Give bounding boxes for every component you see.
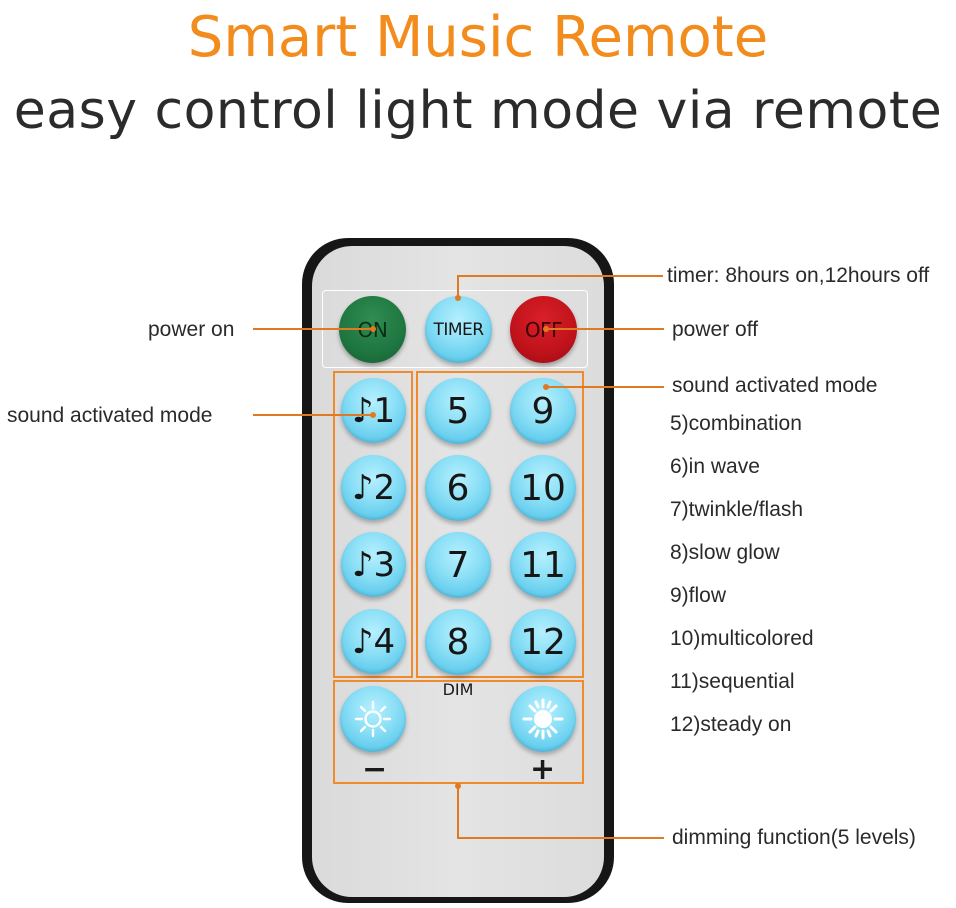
music-button-4[interactable]: ♪4 [341, 609, 406, 674]
number-button-10[interactable]: 10 [510, 455, 576, 521]
dimming-callout-dot [455, 783, 461, 789]
dimming-callout-line-vertical [457, 786, 459, 838]
mode-item: 5)combination [670, 412, 802, 435]
mode-item: 8)slow glow [670, 541, 780, 564]
number-button-7[interactable]: 7 [425, 532, 491, 598]
power-on-callout: power on [148, 318, 235, 341]
power-off-callout-dot [543, 326, 549, 332]
number-button-10-label: 10 [520, 467, 566, 509]
sound-left-callout-dot [370, 412, 376, 418]
power-on-callout-line [253, 328, 373, 330]
number-button-8[interactable]: 8 [425, 609, 491, 675]
number-button-5-label: 5 [446, 390, 470, 432]
dim-up-button[interactable] [510, 686, 576, 752]
music-button-2-label: ♪2 [351, 467, 396, 508]
sound-left-callout: sound activated mode [7, 404, 213, 427]
timer-callout-line-horizontal [457, 275, 663, 277]
power-off-callout-line [545, 328, 664, 330]
number-button-5[interactable]: 5 [425, 378, 491, 444]
music-button-3[interactable]: ♪3 [341, 532, 406, 597]
number-button-12[interactable]: 12 [510, 609, 576, 675]
timer-callout: timer: 8hours on,12hours off [667, 264, 930, 287]
sound-right-callout-line [545, 386, 664, 388]
number-button-8-label: 8 [446, 621, 470, 663]
timer-callout-line-vertical [457, 276, 459, 298]
music-button-3-label: ♪3 [351, 544, 396, 585]
timer-callout-dot [455, 295, 461, 301]
mode-item: 12)steady on [670, 713, 792, 736]
sound-left-callout-line [253, 414, 373, 416]
number-button-11-label: 11 [520, 544, 566, 586]
music-button-1-label: ♪1 [351, 390, 396, 431]
mode-item: 6)in wave [670, 455, 760, 478]
number-button-6[interactable]: 6 [425, 455, 491, 521]
dim-label: DIM [442, 680, 474, 699]
dim-minus-sign: − [362, 752, 388, 787]
music-button-2[interactable]: ♪2 [341, 455, 406, 520]
light-mode-group-box [416, 371, 584, 678]
sound-right-callout: sound activated mode [672, 374, 878, 397]
number-button-7-label: 7 [446, 544, 470, 586]
number-button-6-label: 6 [446, 467, 470, 509]
dimming-callout-line-horizontal [457, 837, 664, 839]
power-off-callout: power off [672, 318, 758, 341]
number-button-11[interactable]: 11 [510, 532, 576, 598]
dim-down-button[interactable] [340, 686, 406, 752]
timer-button[interactable]: TIMER [425, 296, 492, 363]
dim-plus-sign: + [530, 752, 556, 787]
number-button-9-label: 9 [531, 390, 555, 432]
mode-item: 7)twinkle/flash [670, 498, 804, 521]
sun-filled-icon [522, 698, 564, 740]
page-subtitle: easy control light mode via remote [13, 81, 943, 141]
number-button-12-label: 12 [520, 621, 566, 663]
power-on-callout-dot [370, 326, 376, 332]
page-title: Smart Music Remote [187, 5, 769, 70]
light-mode-list: 5)combination 6)in wave 7)twinkle/flash … [670, 410, 814, 754]
dimming-callout: dimming function(5 levels) [672, 826, 916, 849]
timer-button-label: TIMER [433, 319, 484, 340]
music-button-1[interactable]: ♪1 [341, 378, 406, 443]
sound-mode-group-box [333, 371, 413, 678]
sun-outline-icon [353, 699, 393, 739]
sound-right-callout-dot [543, 384, 549, 390]
mode-item: 10)multicolored [670, 627, 814, 650]
mode-item: 11)sequential [670, 670, 795, 693]
mode-item: 9)flow [670, 584, 727, 607]
music-button-4-label: ♪4 [351, 621, 396, 662]
